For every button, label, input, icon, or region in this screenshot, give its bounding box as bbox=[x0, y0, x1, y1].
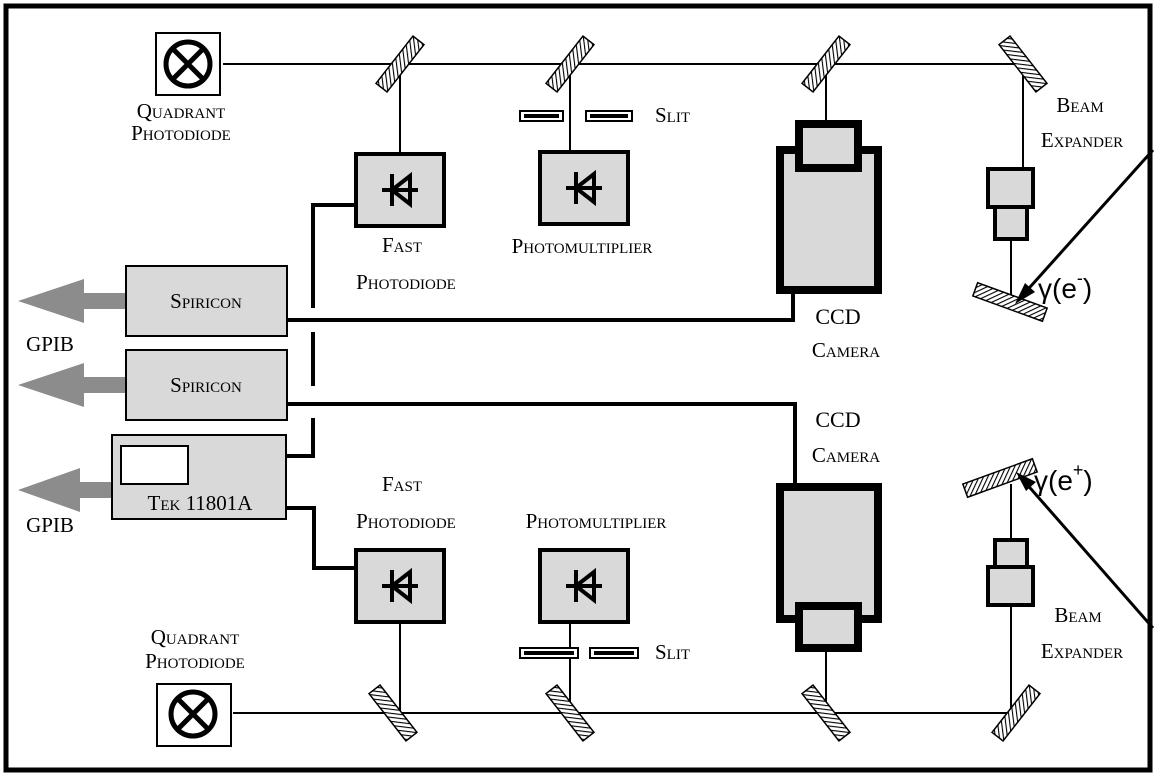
bottom-fast-photodiode-icon bbox=[354, 548, 446, 624]
gamma-electron-label: γ(e-) bbox=[1038, 268, 1092, 304]
beam-expander-label: Expander bbox=[1041, 639, 1123, 663]
fast-photodiode-label: Fast bbox=[382, 233, 422, 257]
outer-frame bbox=[3, 3, 1153, 773]
ccd-camera-label: Camera bbox=[812, 338, 880, 362]
gpib-label: GPIB bbox=[26, 513, 74, 537]
slit-label: Slit bbox=[655, 103, 690, 127]
quadrant-photodiode-label: Quadrant bbox=[151, 625, 240, 649]
bottom-ccd-camera-icon bbox=[776, 483, 882, 652]
mirror-icon bbox=[544, 683, 596, 743]
bottom-beam-expander-icon bbox=[986, 538, 1035, 607]
mirror-icon bbox=[800, 34, 852, 94]
mirror-icon bbox=[961, 457, 1039, 499]
mirror-icon bbox=[367, 683, 419, 743]
mirror-icon bbox=[997, 34, 1049, 94]
quadrant-photodiode-label: Photodiode bbox=[131, 121, 231, 145]
beam-expander-label: Beam bbox=[1054, 603, 1101, 627]
fast-photodiode-label: Photodiode bbox=[356, 270, 456, 294]
beam-expander-label: Expander bbox=[1041, 128, 1123, 152]
bottom-quadrant-photodiode-icon bbox=[156, 683, 232, 747]
gpib-arrow-icon bbox=[18, 279, 126, 323]
spiricon-top-box bbox=[125, 265, 288, 337]
photomultiplier-label: Photomultiplier bbox=[512, 234, 653, 258]
mirror-icon bbox=[971, 281, 1049, 323]
spiricon-bottom-box bbox=[125, 349, 288, 421]
beam-expander-label: Beam bbox=[1056, 93, 1103, 117]
mirror-icon bbox=[800, 683, 852, 743]
fast-photodiode-label: Photodiode bbox=[356, 509, 456, 533]
top-beam-expander-icon bbox=[986, 167, 1035, 241]
gamma-arrow bbox=[1022, 480, 1155, 629]
mirror-icon bbox=[990, 683, 1042, 743]
bottom-photomultiplier-icon bbox=[538, 548, 630, 624]
mirror-icon bbox=[374, 34, 426, 94]
cable-top-fast-photodiode bbox=[311, 203, 356, 308]
top-quadrant-photodiode-icon bbox=[155, 32, 221, 96]
mirror-icon bbox=[544, 34, 596, 94]
cable-bottom-camera bbox=[287, 402, 797, 490]
cable-bottom-fast-photodiode bbox=[287, 506, 356, 570]
ccd-camera-label: CCD bbox=[815, 407, 860, 432]
fast-photodiode-label: Fast bbox=[382, 472, 422, 496]
slit-label: Slit bbox=[655, 640, 690, 664]
gpib-arrow-icon bbox=[18, 363, 126, 407]
quadrant-photodiode-label: Photodiode bbox=[145, 649, 245, 673]
tek-scope-screen bbox=[120, 445, 189, 485]
spiricon-label: Spiricon bbox=[170, 289, 242, 313]
ccd-camera-label: Camera bbox=[812, 443, 880, 467]
gpib-arrow-icon bbox=[18, 468, 114, 512]
top-photomultiplier-icon bbox=[538, 150, 630, 226]
spiricon-label: Spiricon bbox=[170, 373, 242, 397]
tek-scope-label: Tek 11801A bbox=[148, 491, 254, 515]
gpib-label: GPIB bbox=[26, 332, 74, 356]
cable-top-fast-photodiode bbox=[287, 418, 315, 458]
gamma-arrow bbox=[1020, 148, 1155, 298]
cable-top-camera bbox=[287, 288, 795, 322]
ccd-camera-label: CCD bbox=[815, 304, 860, 329]
quadrant-photodiode-label: Quadrant bbox=[137, 99, 226, 123]
gamma-positron-label: γ(e+) bbox=[1034, 460, 1093, 496]
top-fast-photodiode-icon bbox=[354, 152, 446, 228]
photomultiplier-label: Photomultiplier bbox=[526, 509, 667, 533]
top-ccd-camera-icon bbox=[776, 120, 882, 294]
